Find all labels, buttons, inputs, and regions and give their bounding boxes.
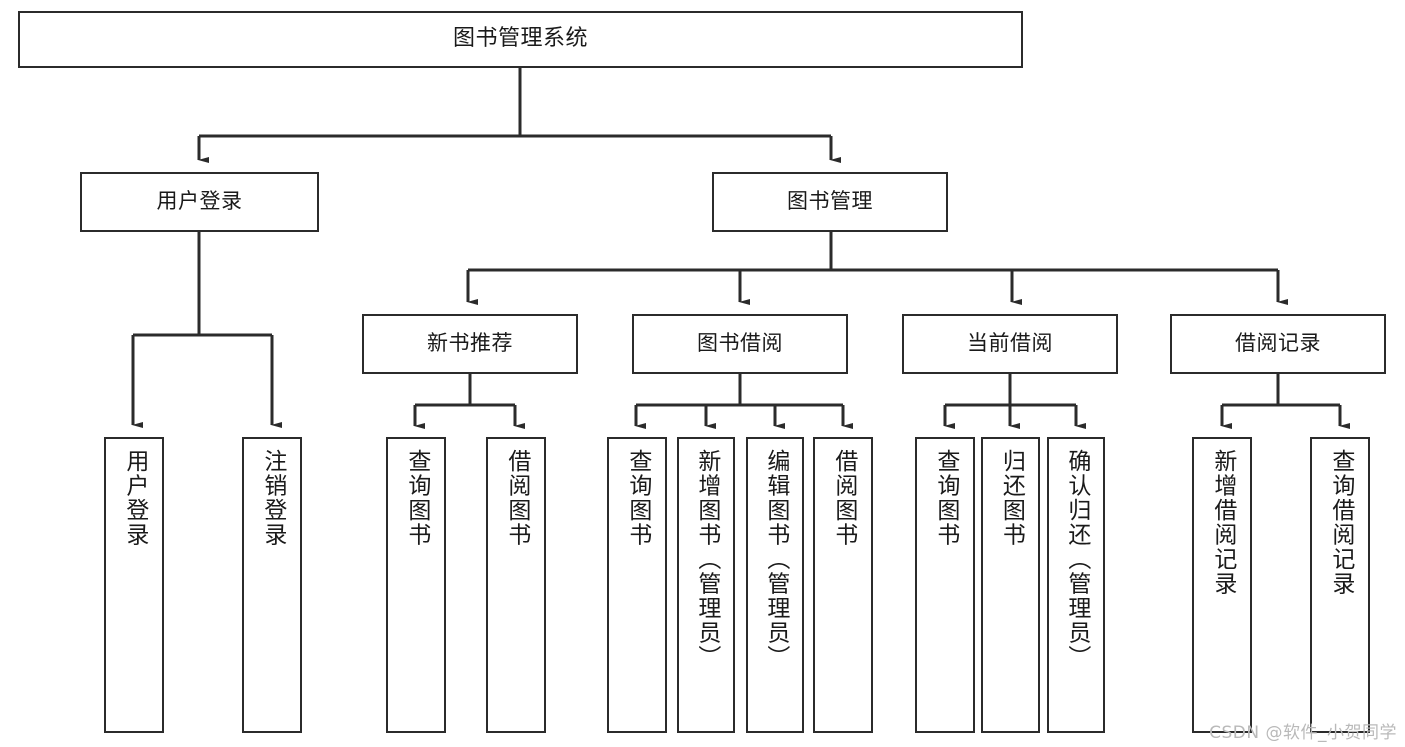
leaf-borrow-record-query-record[interactable]: 查询借阅记录 bbox=[1310, 437, 1370, 733]
node-label: 借阅记录 bbox=[1235, 331, 1321, 356]
node-label: 归还图书 bbox=[998, 449, 1025, 547]
node-label: 新增借阅记录 bbox=[1209, 449, 1236, 596]
node-label: 新增图书（管理员） bbox=[693, 449, 720, 670]
csdn-watermark: CSDN @软件_小贺同学 bbox=[1209, 723, 1397, 743]
node-label: 查询图书 bbox=[624, 449, 651, 547]
node-label: 新书推荐 bbox=[427, 331, 513, 356]
node-label: 查询图书 bbox=[403, 449, 430, 547]
leaf-user-login-logout[interactable]: 注销登录 bbox=[242, 437, 302, 733]
leaf-book-borrow-query-book[interactable]: 查询图书 bbox=[607, 437, 667, 733]
node-label: 查询借阅记录 bbox=[1327, 449, 1354, 596]
leaf-current-borrow-confirm-return-admin[interactable]: 确认归还（管理员） bbox=[1047, 437, 1105, 733]
leaf-user-login-login[interactable]: 用户登录 bbox=[104, 437, 164, 733]
node-label: 确认归还（管理员） bbox=[1063, 449, 1090, 670]
leaf-book-borrow-add-book-admin[interactable]: 新增图书（管理员） bbox=[677, 437, 735, 733]
node-borrow-record[interactable]: 借阅记录 bbox=[1170, 314, 1386, 374]
node-label: 图书管理 bbox=[787, 189, 873, 214]
node-label: 查询图书 bbox=[932, 449, 959, 547]
leaf-current-borrow-query-book[interactable]: 查询图书 bbox=[915, 437, 975, 733]
node-label: 图书管理系统 bbox=[452, 26, 588, 52]
node-label: 当前借阅 bbox=[967, 331, 1053, 356]
node-root-library-system[interactable]: 图书管理系统 bbox=[18, 11, 1023, 68]
leaf-borrow-record-add-record[interactable]: 新增借阅记录 bbox=[1192, 437, 1252, 733]
leaf-book-borrow-edit-book-admin[interactable]: 编辑图书（管理员） bbox=[746, 437, 804, 733]
node-label: 注销登录 bbox=[259, 449, 286, 547]
leaf-new-book-query-book[interactable]: 查询图书 bbox=[386, 437, 446, 733]
node-book-management[interactable]: 图书管理 bbox=[712, 172, 948, 232]
node-label: 借阅图书 bbox=[830, 449, 857, 547]
node-label: 借阅图书 bbox=[503, 449, 530, 547]
node-label: 图书借阅 bbox=[697, 331, 783, 356]
node-label: 用户登录 bbox=[121, 449, 148, 547]
leaf-book-borrow-borrow-book[interactable]: 借阅图书 bbox=[813, 437, 873, 733]
node-new-book-recommend[interactable]: 新书推荐 bbox=[362, 314, 578, 374]
leaf-current-borrow-return-book[interactable]: 归还图书 bbox=[981, 437, 1040, 733]
node-label: 用户登录 bbox=[156, 189, 243, 214]
leaf-new-book-borrow-book[interactable]: 借阅图书 bbox=[486, 437, 546, 733]
node-book-borrow[interactable]: 图书借阅 bbox=[632, 314, 848, 374]
node-label: 编辑图书（管理员） bbox=[762, 449, 789, 670]
node-user-login[interactable]: 用户登录 bbox=[80, 172, 319, 232]
node-current-borrow[interactable]: 当前借阅 bbox=[902, 314, 1118, 374]
